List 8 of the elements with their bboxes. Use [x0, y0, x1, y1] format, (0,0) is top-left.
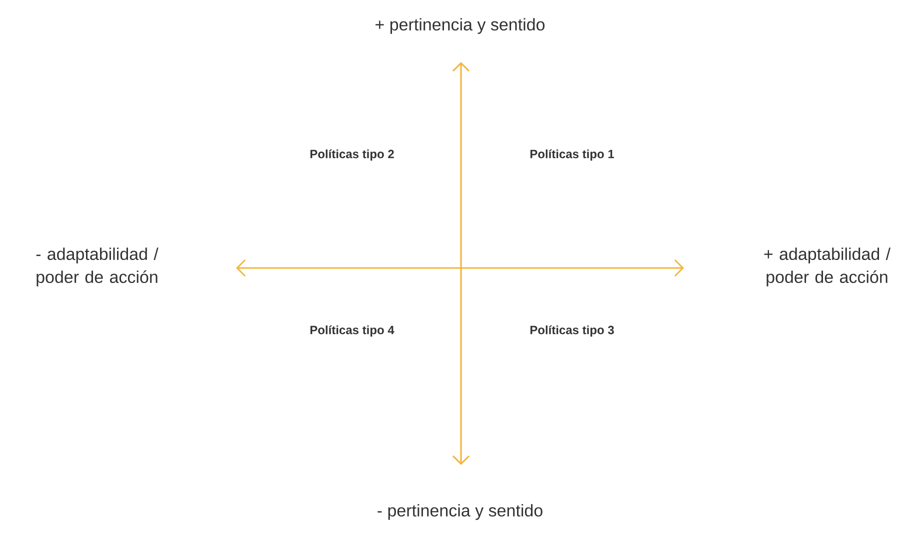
quadrant-label: Políticas tipo 4 [310, 325, 394, 337]
quadrant-label: Políticas tipo 3 [530, 325, 614, 337]
quadrant-label: Políticas tipo 1 [530, 149, 614, 161]
axis-label: + adaptabilidad / poder de acción [764, 248, 891, 286]
axis-label: - adaptabilidad / poder de acción [36, 248, 158, 286]
axis-label: + pertinencia y sentido [376, 18, 545, 34]
quadrant-label: Políticas tipo 2 [310, 149, 394, 161]
axis-label: - pertinencia y sentido [378, 504, 542, 520]
